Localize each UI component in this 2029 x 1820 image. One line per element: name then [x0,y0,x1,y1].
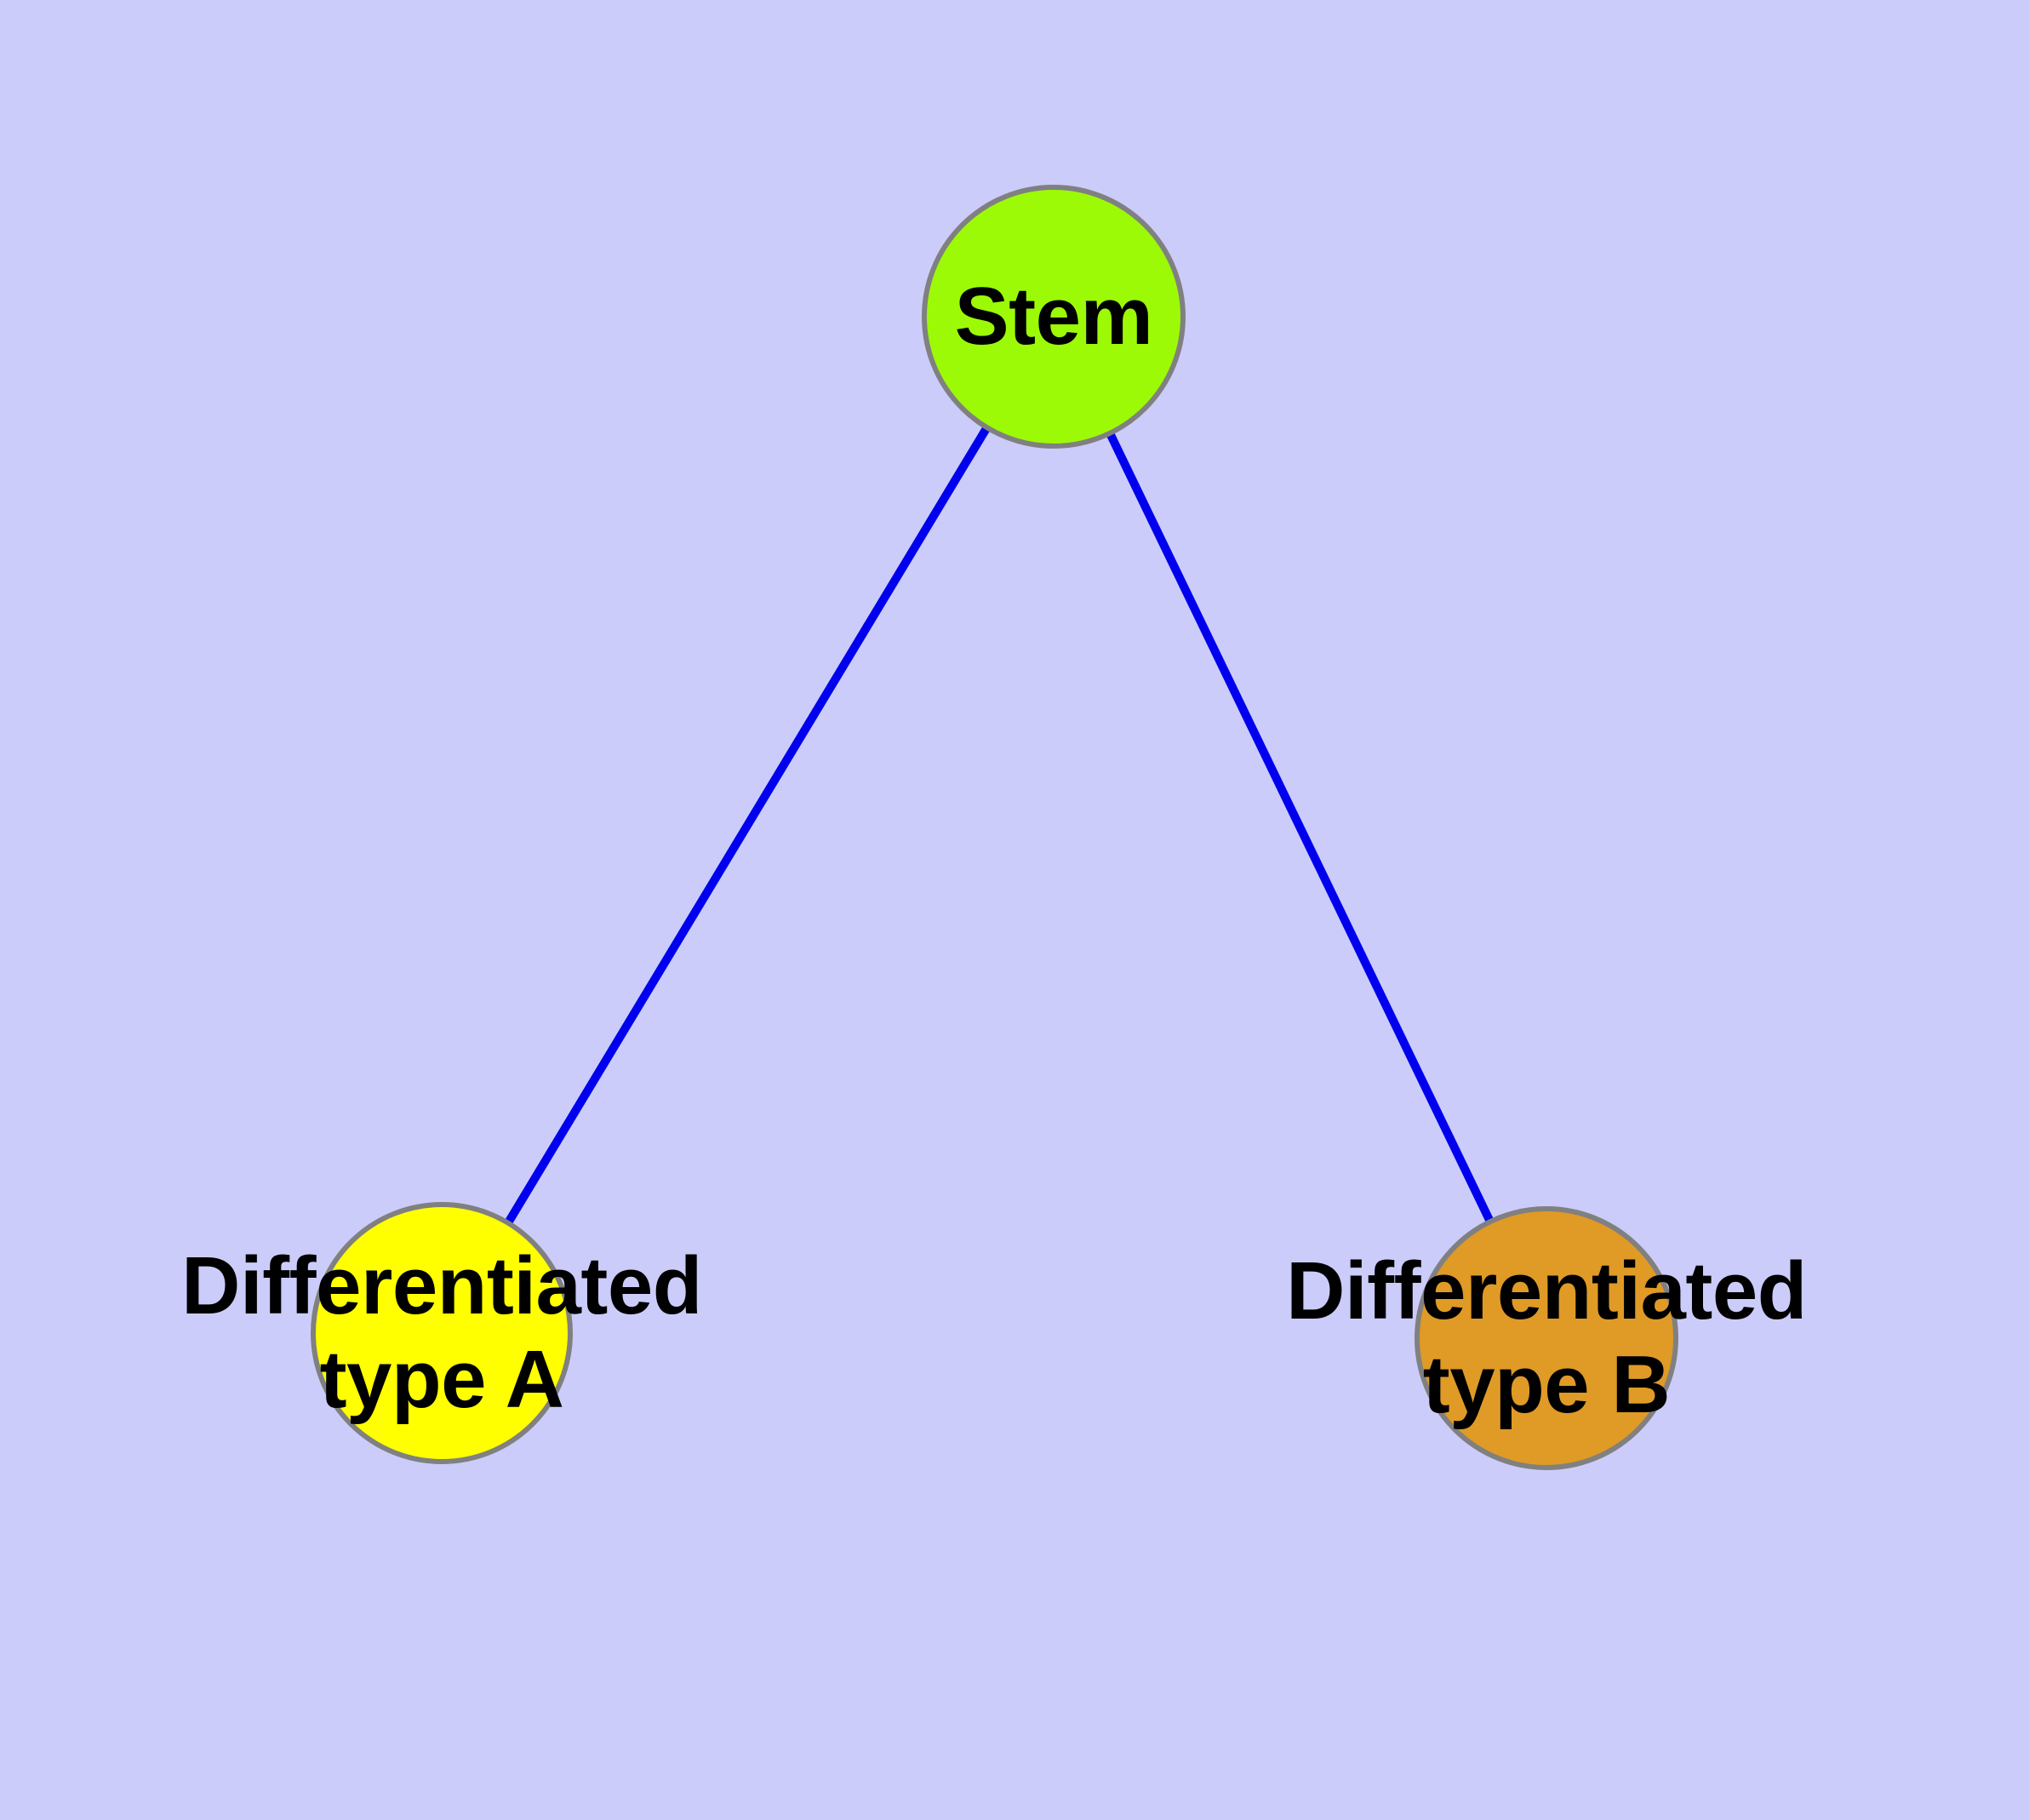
edge-stem-to-type-b [1049,314,1551,1341]
edges-layer [437,314,1551,1341]
node-circle-diff-type-a[interactable] [311,1202,573,1464]
node-circle-stem[interactable] [922,185,1186,449]
edge-stem-to-type-a [437,314,1058,1336]
node-circle-diff-type-b[interactable] [1415,1206,1678,1470]
nodes-layer [311,185,1678,1470]
